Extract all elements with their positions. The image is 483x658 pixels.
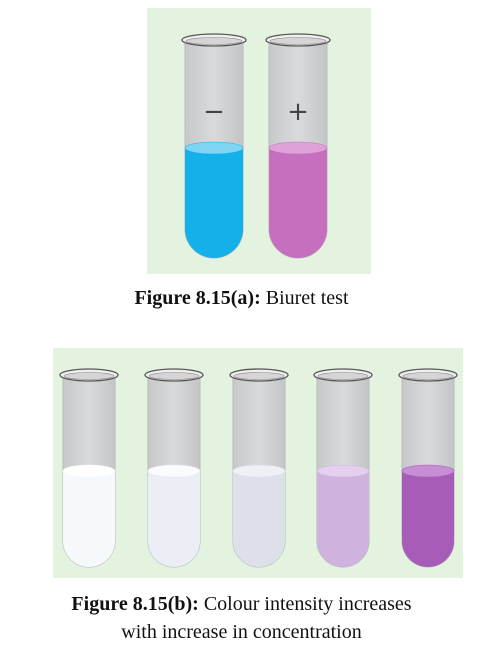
figure-a-caption: Figure 8.15(a): Biuret test (0, 284, 483, 312)
figure-a-tube-1-sign: − (203, 97, 225, 127)
figure-a-tube-2-sign: + (287, 97, 309, 127)
figure-b-label: Figure 8.15(b): (71, 593, 199, 615)
figure-a-label: Figure 8.15(a): (134, 287, 261, 309)
figure-b-tube-4 (313, 368, 373, 568)
figure-b-tube-5 (398, 368, 458, 568)
figure-a-tube-1 (181, 33, 247, 259)
figure-b-text-line1: Colour intensity increases (203, 593, 412, 615)
figure-a-panel (147, 8, 371, 274)
figure-b-tube-3 (229, 368, 289, 568)
figure-b-tube-1 (59, 368, 119, 568)
figure-a-text: Biuret test (265, 287, 349, 309)
figure-b-caption: Figure 8.15(b): Colour intensity increas… (0, 590, 483, 646)
figure-b-text-line2: with increase in concentration (121, 621, 362, 643)
figure-a-tube-2 (265, 33, 331, 259)
figure-b-tube-2 (144, 368, 204, 568)
